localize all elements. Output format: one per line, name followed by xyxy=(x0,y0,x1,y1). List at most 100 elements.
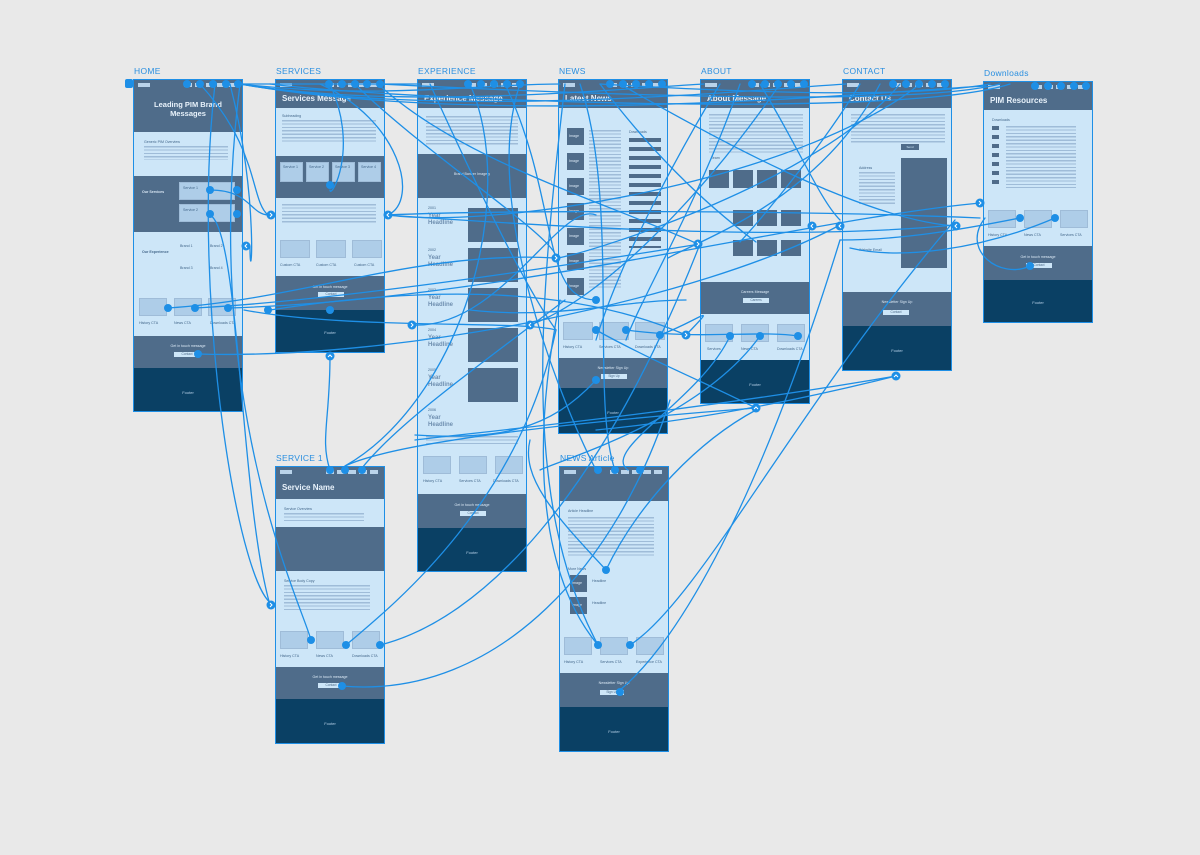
footer-label: Footer xyxy=(324,330,336,335)
contact-details: Website Email xyxy=(859,248,882,252)
service-overview-heading: Service Overview xyxy=(284,507,312,511)
footer-label: Footer xyxy=(466,550,478,555)
history-cta[interactable]: History CTA xyxy=(564,660,584,664)
image-label: Image xyxy=(572,581,582,585)
news-cta[interactable]: News CTA xyxy=(1024,233,1041,237)
services-cta[interactable]: Services CTA xyxy=(599,345,621,349)
download-list[interactable] xyxy=(1006,126,1076,188)
touch-message: Get in touch message xyxy=(312,675,348,679)
services-cta[interactable]: Services CTA xyxy=(459,479,481,483)
news-image-2: Image xyxy=(567,153,584,170)
history-cta[interactable]: History CTA xyxy=(423,479,443,483)
custom-cta-2[interactable]: Custom CTA xyxy=(316,263,337,267)
services-cta[interactable]: Services CTA xyxy=(1060,233,1082,237)
timeline-year-3: 2003 xyxy=(428,288,436,292)
cta-image-1 xyxy=(423,456,451,474)
services-cta[interactable]: Services CTA xyxy=(600,660,622,664)
logo xyxy=(988,85,1000,89)
team-photo-1 xyxy=(709,170,729,188)
downloads-cta[interactable]: Downloads CTA xyxy=(210,321,236,325)
downloads-cta[interactable]: Downloads CTA xyxy=(777,347,803,351)
history-cta[interactable]: History CTA xyxy=(563,345,583,349)
timeline-image-2 xyxy=(468,248,518,282)
footer-label: Footer xyxy=(749,382,761,387)
service-card-2[interactable]: Service 2 xyxy=(306,162,329,182)
subheading: Subheading xyxy=(282,114,302,118)
team-photo-9 xyxy=(757,240,777,256)
frame-home[interactable]: Leading PIM Brand Messages Generic PIM O… xyxy=(133,79,243,412)
signup-button[interactable]: Sign Up xyxy=(600,690,624,695)
news-image-7: Image xyxy=(567,278,584,295)
contact-button[interactable]: Contact xyxy=(174,352,200,357)
news-cta[interactable]: News CTA xyxy=(316,654,333,658)
footer-label: Footer xyxy=(607,410,619,415)
image-label: Image xyxy=(569,159,579,163)
frame-label-services: SERVICES xyxy=(276,66,322,76)
timeline-year-5: 2005 xyxy=(428,368,436,372)
downloads-cta[interactable]: Downloads CTA xyxy=(352,654,378,658)
footer xyxy=(134,368,242,411)
history-cta[interactable]: History CTA xyxy=(280,654,300,658)
team-photo-2 xyxy=(733,170,753,188)
frame-label-about: ABOUT xyxy=(701,66,732,76)
link-hotspots xyxy=(125,79,1090,696)
link-target-chevrons xyxy=(244,200,982,608)
frame-news-article[interactable]: Article Headline More News Image Headlin… xyxy=(559,466,669,752)
hero-message: Services Message xyxy=(276,90,384,108)
custom-cta-1[interactable]: Custom CTA xyxy=(280,263,301,267)
frame-label-experience: EXPERIENCE xyxy=(418,66,476,76)
contact-form-fields[interactable] xyxy=(851,114,945,144)
body-copy xyxy=(284,585,370,611)
contact-button[interactable]: Contact xyxy=(1026,263,1052,268)
services-cta[interactable]: Services xyxy=(707,347,721,351)
frame-label-news-article: NEWS Article xyxy=(560,453,615,463)
footer xyxy=(701,360,809,403)
more-news-headline-1[interactable]: Headline xyxy=(592,579,607,583)
custom-cta-3[interactable]: Custom CTA xyxy=(354,263,375,267)
service-card-label: Service 1 xyxy=(283,165,298,169)
footer xyxy=(418,528,526,571)
timeline-year-1: 2001 xyxy=(428,206,436,210)
overview-copy xyxy=(284,513,364,521)
history-cta[interactable]: History CTA xyxy=(139,321,159,325)
frame-experience[interactable]: Experience Message Brand Banner Imagery … xyxy=(417,79,527,572)
footer xyxy=(843,326,951,370)
service-card-label: Service 2 xyxy=(183,208,198,212)
touch-message: Get in touch message xyxy=(454,503,490,507)
service-card-label: Service 1 xyxy=(183,186,198,190)
frame-label-downloads: Downloads xyxy=(984,68,1029,78)
downloads-cta[interactable]: Downloads CTA xyxy=(493,479,519,483)
timeline-headline-1: Year Headline xyxy=(428,213,454,226)
experience-cta[interactable]: Experience CTA xyxy=(636,660,662,664)
team-heading: Team xyxy=(711,156,720,160)
careers-button[interactable]: Careers xyxy=(743,298,769,303)
image-label: Image xyxy=(569,184,579,188)
contact-button[interactable]: Contact xyxy=(318,683,344,688)
service-card-4[interactable]: Service 4 xyxy=(358,162,381,182)
footer-label: Footer xyxy=(182,390,194,395)
downloads-cta[interactable]: Downloads CTA xyxy=(635,345,661,349)
signup-button[interactable]: Sign Up xyxy=(601,374,627,379)
more-news-headline-2[interactable]: Headline xyxy=(592,601,607,605)
history-cta[interactable]: History CTA xyxy=(988,233,1008,237)
contact-button[interactable]: Contact xyxy=(883,310,909,315)
timeline-headline-3: Year Headline xyxy=(428,295,454,308)
frame-contact[interactable]: Contact Us Send Address Website Email Ne… xyxy=(842,79,952,371)
footer xyxy=(984,280,1092,322)
send-button[interactable]: Send xyxy=(901,144,919,150)
contact-button[interactable]: Contact xyxy=(318,292,344,297)
frame-label-contact: CONTACT xyxy=(843,66,886,76)
service-card-label: Service 3 xyxy=(335,165,350,169)
service-card-1[interactable]: Service 1 xyxy=(280,162,303,182)
logo xyxy=(280,470,292,474)
news-cta[interactable]: News CTA xyxy=(174,321,191,325)
intro-copy xyxy=(282,120,376,144)
service-card-label: Service 2 xyxy=(309,165,324,169)
hero-message: Leading PIM Brand Messages xyxy=(134,90,242,132)
newsletter-message: Newsletter Sign Up xyxy=(881,300,913,304)
timeline-headline-2: Year Headline xyxy=(428,255,454,268)
nav-links[interactable] xyxy=(326,470,380,474)
footer-label: Footer xyxy=(1032,300,1044,305)
address-heading: Address xyxy=(859,166,873,170)
download-icons[interactable] xyxy=(992,126,999,188)
